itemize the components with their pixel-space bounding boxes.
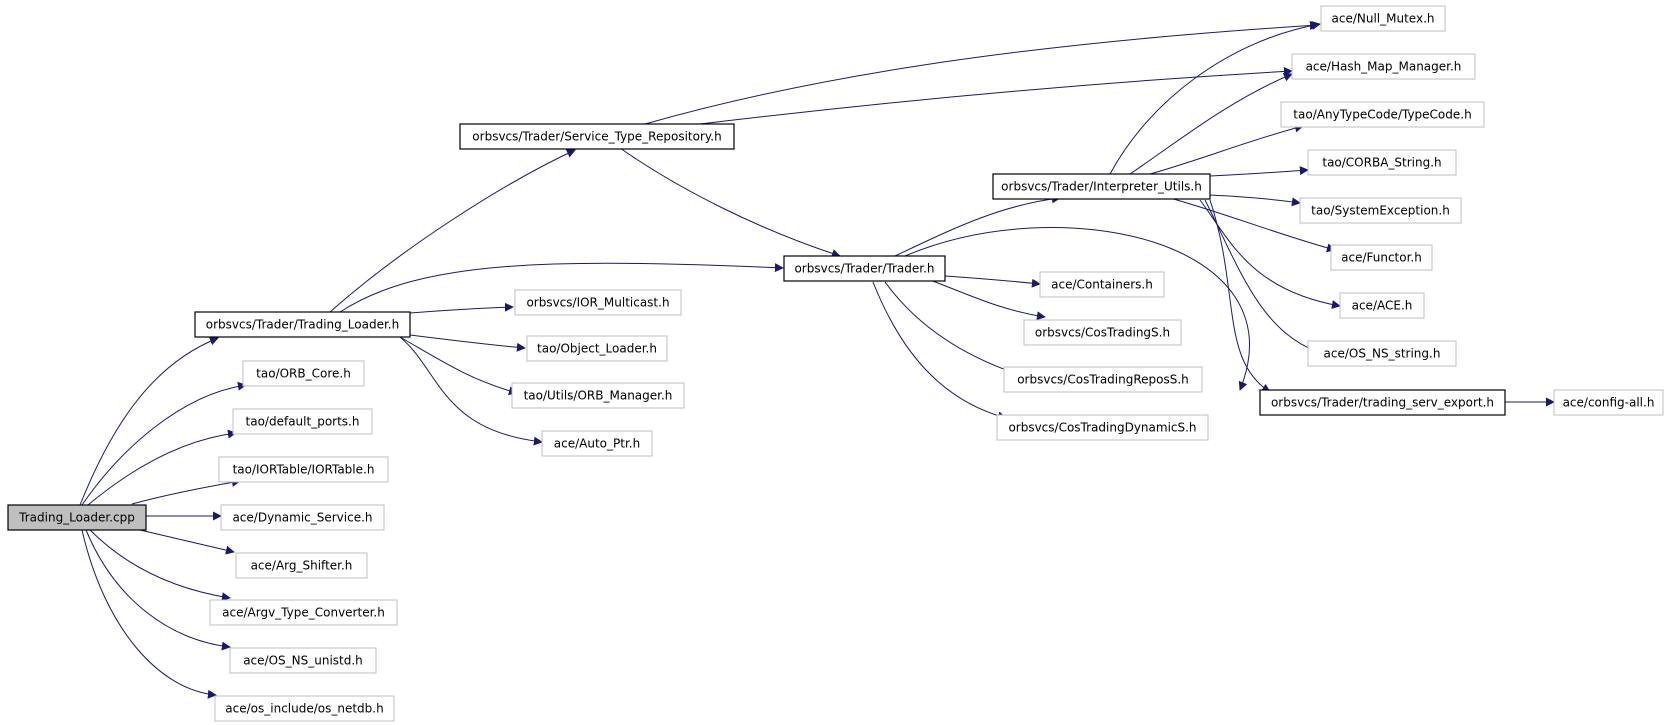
- edge-interpreter-utils-to-trading-serv-export: [1209, 199, 1271, 393]
- edge-trading-loader-h-to-orb-manager: [399, 336, 518, 396]
- node-label: orbsvcs/Trader/Trader.h: [794, 262, 934, 276]
- node-label: orbsvcs/IOR_Multicast.h: [526, 296, 669, 310]
- node-systemexception-h[interactable]: tao/SystemException.h: [1299, 197, 1462, 224]
- node-label: ace/config-all.h: [1563, 396, 1655, 410]
- edge-trading-loader-h-to-auto-ptr: [399, 336, 543, 446]
- edge-trader-h-to-costradingrepos: [884, 281, 1031, 380]
- node-label: tao/CORBA_String.h: [1322, 156, 1441, 170]
- node-label: tao/Object_Loader.h: [537, 342, 657, 356]
- node-auto-ptr-h[interactable]: ace/Auto_Ptr.h: [541, 430, 653, 457]
- node-ior-multicast-h[interactable]: orbsvcs/IOR_Multicast.h: [514, 289, 682, 316]
- node-label: orbsvcs/Trader/Service_Type_Repository.h: [472, 130, 721, 144]
- node-typecode-h[interactable]: tao/AnyTypeCode/TypeCode.h: [1280, 101, 1485, 128]
- node-trader-h[interactable]: orbsvcs/Trader/Trader.h: [783, 255, 946, 282]
- node-functor-h[interactable]: ace/Functor.h: [1330, 244, 1433, 271]
- node-label: ace/OS_NS_string.h: [1324, 347, 1441, 361]
- node-arg-shifter-h[interactable]: ace/Arg_Shifter.h: [235, 552, 368, 579]
- edge-interpreter-utils-to-ace-h: [1199, 199, 1341, 310]
- node-corba-string-h[interactable]: tao/CORBA_String.h: [1307, 149, 1457, 176]
- node-interpreter-utils-h[interactable]: orbsvcs/Trader/Interpreter_Utils.h: [992, 173, 1211, 200]
- node-config-all-h[interactable]: ace/config-all.h: [1553, 389, 1664, 416]
- node-dynamic-service-h[interactable]: ace/Dynamic_Service.h: [220, 504, 385, 531]
- edge-trader-h-to-costradings: [929, 279, 1046, 321]
- node-costradingdynamic-h[interactable]: orbsvcs/CosTradingDynamicS.h: [996, 414, 1209, 441]
- edge-trader-h-to-containers: [944, 275, 1041, 288]
- edge-cpp-to-orb-core: [81, 381, 247, 506]
- edge-trader-h-to-trading-serv-export: [904, 226, 1250, 391]
- node-trading-serv-export-h[interactable]: orbsvcs/Trader/trading_serv_export.h: [1259, 389, 1506, 416]
- node-label: ace/ACE.h: [1352, 299, 1413, 313]
- edge-interpreter-utils-to-typecode: [1149, 123, 1304, 175]
- node-label: orbsvcs/Trader/Interpreter_Utils.h: [1001, 180, 1202, 194]
- edge-interpreter-utils-to-systemexception: [1209, 194, 1301, 207]
- node-orb-manager-h[interactable]: tao/Utils/ORB_Manager.h: [511, 382, 685, 409]
- edge-service-type-repository-to-hash-map-manager: [699, 66, 1293, 125]
- edge-service-type-repository-to-null-mutex: [644, 21, 1319, 125]
- edge-interpreter-utils-to-functor: [1169, 197, 1336, 253]
- node-label: orbsvcs/Trader/Trading_Loader.h: [206, 318, 399, 332]
- edge-interpreter-utils-to-null-mutex: [1109, 20, 1321, 175]
- node-trading-loader-h[interactable]: orbsvcs/Trader/Trading_Loader.h: [194, 311, 411, 338]
- node-label: ace/OS_NS_unistd.h: [243, 654, 363, 668]
- node-containers-h[interactable]: ace/Containers.h: [1039, 271, 1165, 298]
- node-object-loader-h[interactable]: tao/Object_Loader.h: [526, 335, 668, 362]
- node-label: orbsvcs/Trader/trading_serv_export.h: [1271, 396, 1494, 410]
- node-costradingrepos-h[interactable]: orbsvcs/CosTradingReposS.h: [1003, 366, 1203, 393]
- edge-trading-loader-h-to-service-type-repository: [329, 149, 576, 313]
- edge-interpreter-utils-to-hash-map-manager: [1129, 72, 1293, 175]
- node-label: orbsvcs/CosTradingS.h: [1035, 326, 1170, 340]
- edge-trading-loader-h-to-ior-multicast: [409, 302, 514, 314]
- edge-trader-h-to-costradingdynamic: [872, 281, 1007, 421]
- node-orb-core-h[interactable]: tao/ORB_Core.h: [242, 360, 365, 387]
- node-label: ace/os_include/os_netdb.h: [225, 702, 383, 716]
- edge-cpp-to-trading-loader-h: [79, 336, 219, 506]
- node-os-ns-string-h[interactable]: ace/OS_NS_string.h: [1307, 340, 1457, 367]
- node-os-netdb-h[interactable]: ace/os_include/os_netdb.h: [214, 695, 395, 722]
- node-label: orbsvcs/CosTradingReposS.h: [1017, 373, 1189, 387]
- graph-nodes: Trading_Loader.cpp orbsvcs/Trader/Tradin…: [7, 5, 1664, 722]
- node-label: tao/default_ports.h: [246, 415, 360, 429]
- node-label: ace/Functor.h: [1341, 251, 1422, 265]
- node-iortable-h[interactable]: tao/IORTable/IORTable.h: [218, 456, 389, 483]
- node-label: ace/Null_Mutex.h: [1332, 12, 1435, 26]
- node-trading-loader-cpp[interactable]: Trading_Loader.cpp: [7, 504, 147, 531]
- node-os-ns-unistd-h[interactable]: ace/OS_NS_unistd.h: [229, 647, 377, 674]
- edge-trading-loader-h-to-trader-h: [339, 262, 784, 313]
- node-service-type-repository-h[interactable]: orbsvcs/Trader/Service_Type_Repository.h: [459, 123, 735, 150]
- node-label: ace/Containers.h: [1051, 278, 1153, 292]
- edge-trader-h-to-interpreter-utils: [894, 194, 1061, 257]
- node-label: ace/Dynamic_Service.h: [232, 511, 372, 525]
- edge-interpreter-utils-to-corba-string: [1209, 166, 1309, 177]
- node-argv-type-converter-h[interactable]: ace/Argv_Type_Converter.h: [209, 599, 398, 626]
- node-hash-map-manager-h[interactable]: ace/Hash_Map_Manager.h: [1291, 53, 1476, 80]
- node-label: Trading_Loader.cpp: [18, 511, 135, 525]
- node-costradings-h[interactable]: orbsvcs/CosTradingS.h: [1023, 319, 1182, 346]
- edge-cpp-to-os-ns-unistd: [85, 529, 231, 651]
- node-label: ace/Hash_Map_Manager.h: [1306, 60, 1462, 74]
- edge-trading-loader-h-to-object-loader: [409, 334, 526, 352]
- edge-service-type-repository-to-trader-h: [619, 147, 841, 258]
- edge-cpp-to-default-ports: [87, 429, 237, 506]
- node-ace-h[interactable]: ace/ACE.h: [1339, 292, 1425, 319]
- node-label: ace/Arg_Shifter.h: [251, 559, 353, 573]
- node-label: tao/SystemException.h: [1311, 204, 1450, 218]
- node-null-mutex-h[interactable]: ace/Null_Mutex.h: [1320, 5, 1446, 32]
- node-label: tao/ORB_Core.h: [256, 367, 351, 381]
- edge-cpp-to-arg-shifter: [139, 529, 235, 555]
- node-label: ace/Argv_Type_Converter.h: [222, 606, 385, 620]
- edge-cpp-to-argv-type-converter: [89, 529, 231, 602]
- node-default-ports-h[interactable]: tao/default_ports.h: [232, 408, 373, 435]
- node-label: orbsvcs/CosTradingDynamicS.h: [1008, 421, 1196, 435]
- node-label: ace/Auto_Ptr.h: [554, 437, 640, 451]
- node-label: tao/AnyTypeCode/TypeCode.h: [1293, 108, 1471, 122]
- edge-cpp-to-os-netdb: [81, 529, 217, 699]
- node-label: tao/Utils/ORB_Manager.h: [524, 389, 673, 403]
- edge-cpp-to-iortable: [131, 477, 241, 505]
- node-label: tao/IORTable/IORTable.h: [233, 463, 375, 477]
